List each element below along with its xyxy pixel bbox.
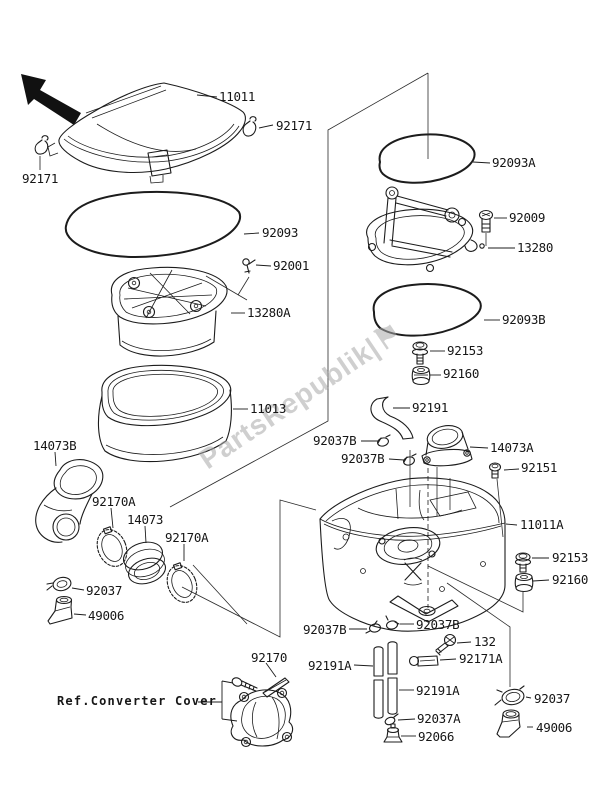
part-clamp-92037-left (46, 576, 72, 592)
part-bolt-92009 (478, 209, 494, 233)
part-gasket-92093 (64, 190, 241, 258)
part-label-92037A: 92037A (417, 711, 461, 726)
part-clamp-92037-right (494, 685, 525, 706)
direction-arrow-icon (21, 74, 81, 125)
part-label-92093: 92093 (262, 225, 299, 240)
part-label-92160-2: 92160 (552, 572, 589, 587)
part-clamp-92037B-3 (365, 620, 382, 634)
part-label-92153-2: 92153 (552, 550, 589, 565)
part-boot-49006-right (496, 709, 521, 738)
part-holder-13280A (110, 266, 228, 357)
part-clip-92171-right (242, 116, 257, 137)
part-label-92191A: 92191A (308, 658, 352, 673)
part-label-49006-2: 49006 (536, 720, 573, 735)
part-label-92160: 92160 (443, 366, 480, 381)
part-gasket-92093B (372, 283, 482, 337)
part-grommet-92160-1 (411, 365, 431, 386)
part-bolt-92153-2 (514, 552, 532, 573)
part-clamp-92171A (408, 655, 439, 667)
part-label-92093A: 92093A (492, 155, 536, 170)
part-bolt-92001 (242, 258, 256, 274)
part-plug-92066 (383, 723, 403, 743)
assembly-association-lines (169, 72, 524, 687)
part-label-14073: 14073 (127, 512, 164, 527)
part-label-11011: 11011 (219, 89, 256, 104)
part-grommet-92160-2 (514, 572, 534, 593)
part-label-92171A: 92171A (459, 651, 503, 666)
part-element-11013 (97, 364, 232, 463)
part-converter-cover (230, 687, 294, 748)
part-tube-92191A-1 (373, 646, 384, 719)
callout-leader-lines (54, 94, 550, 737)
part-label-92093B: 92093B (502, 312, 546, 327)
part-label-92153: 92153 (447, 343, 484, 358)
part-cover-11011 (47, 82, 246, 184)
part-tube-92191 (370, 396, 414, 440)
part-bolt-converter (231, 677, 258, 692)
part-label-92009: 92009 (509, 210, 546, 225)
part-label-92151: 92151 (521, 460, 558, 475)
part-label-92037: 92037 (86, 583, 123, 598)
part-frame-13280 (366, 186, 485, 273)
part-label-92170A-2: 92170A (165, 530, 209, 545)
part-tube-92191A-2 (387, 641, 398, 715)
part-clamp-92037B-4 (385, 615, 400, 630)
part-label-92191A-2: 92191A (416, 683, 460, 698)
part-pin-92170 (262, 677, 290, 698)
part-label-92170: 92170 (251, 650, 288, 665)
part-label-92037B: 92037B (313, 433, 357, 448)
part-label-92037B-3: 92037B (303, 622, 347, 637)
part-label-92170A: 92170A (92, 494, 136, 509)
part-label-92171: 92171 (276, 118, 313, 133)
part-label-49006: 49006 (88, 608, 125, 623)
part-boot-49006-left (47, 595, 73, 625)
part-label-11011A: 11011A (520, 517, 564, 532)
reference-note: Ref.Converter Cover (57, 694, 218, 708)
part-label-11013: 11013 (250, 401, 287, 416)
part-label-13280: 13280 (517, 240, 554, 255)
reference-bracket (198, 680, 238, 722)
part-label-14073A: 14073A (490, 440, 534, 455)
part-label-92037B-4: 92037B (416, 617, 460, 632)
part-label-14073B: 14073B (33, 438, 77, 453)
part-clip-92171-left (34, 135, 49, 170)
part-screw-132 (435, 633, 457, 656)
part-label-92171-2: 92171 (22, 171, 59, 186)
part-body-11011A (319, 468, 506, 632)
part-label-92037-2: 92037 (534, 691, 571, 706)
part-label-92001: 92001 (273, 258, 310, 273)
part-label-92191: 92191 (412, 400, 449, 415)
part-clamp-92037B-2 (403, 453, 417, 466)
part-duct-14073B (35, 459, 104, 543)
part-clamp-92037B-1 (377, 434, 391, 447)
part-clamp-92170A-1 (96, 526, 128, 567)
part-duct-14073A (421, 425, 473, 467)
part-label-92066: 92066 (418, 729, 455, 744)
part-bolt-92153-1 (411, 341, 429, 365)
part-label-13280A: 13280A (247, 305, 291, 320)
part-clamp-92170A-2 (166, 562, 198, 603)
part-gasket-92093A (378, 133, 476, 184)
part-label-132: 132 (474, 634, 496, 649)
part-boot-14073 (123, 541, 166, 585)
part-label-92037B-2: 92037B (341, 451, 385, 466)
part-bolt-92151 (488, 462, 502, 479)
